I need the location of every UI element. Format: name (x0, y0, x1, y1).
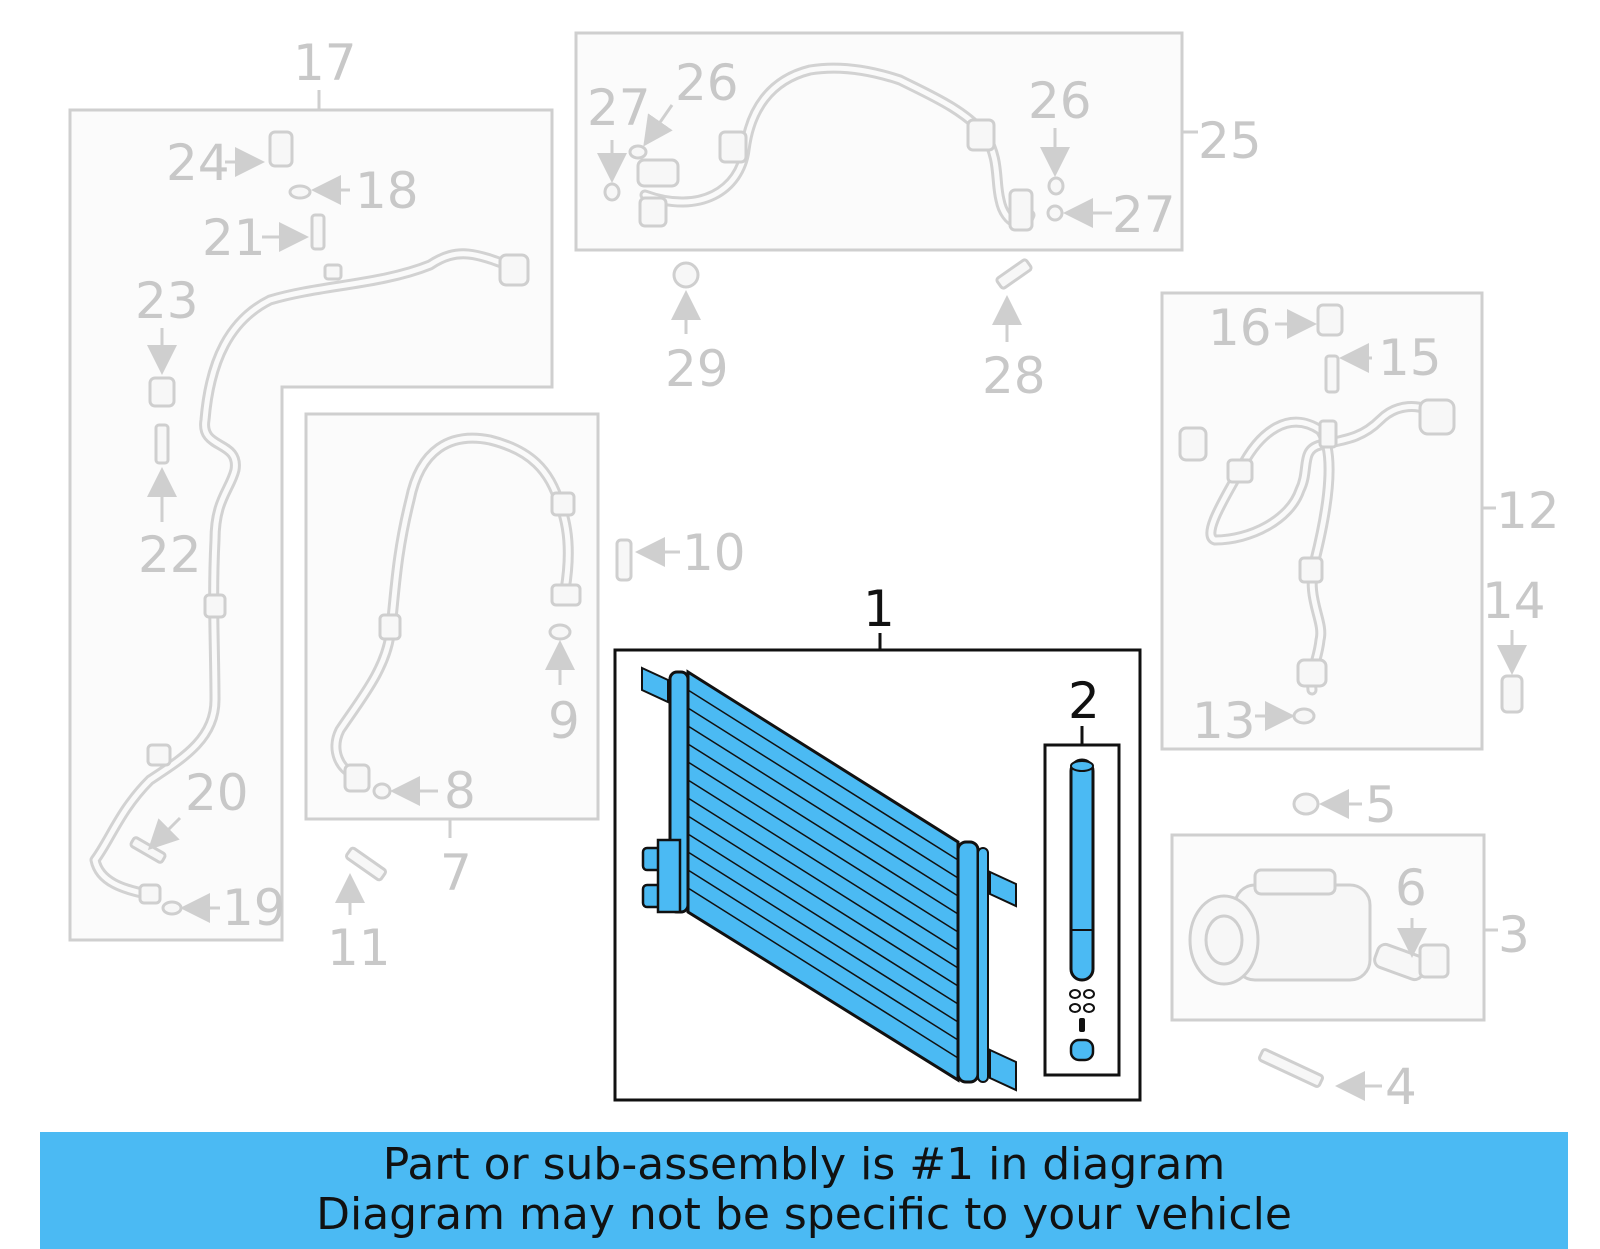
callout-23: 23 (135, 272, 199, 330)
condenser-right-tank-icon (956, 840, 980, 1084)
callout-26-left: 26 (675, 54, 739, 112)
callout-25: 25 (1198, 112, 1262, 170)
group-17-hose-assembly: 17 24 18 21 23 22 20 19 (68, 34, 554, 942)
group-7-outline (304, 412, 600, 821)
callout-2: 2 (1068, 672, 1100, 730)
bolt-icon (615, 538, 633, 582)
callout-27-right: 27 (1112, 186, 1176, 244)
part-5: 5 (1292, 776, 1397, 834)
callout-17: 17 (293, 34, 357, 92)
callout-22: 22 (138, 526, 202, 584)
hardware-10-11: 10 11 (327, 524, 746, 977)
banner-line-1: Part or sub-assembly is #1 in diagram (382, 1139, 1226, 1190)
fitting-icon (1178, 426, 1208, 462)
group-12-hose-assembly: 16 15 12 14 13 (1160, 291, 1560, 751)
pressure-sensor-icon (268, 130, 294, 168)
callout-10: 10 (682, 524, 746, 582)
group-3-compressor: 6 3 (1170, 833, 1530, 1022)
callout-7: 7 (440, 844, 472, 902)
nut-icon (672, 261, 700, 289)
callout-3: 3 (1498, 906, 1530, 964)
callout-1: 1 (863, 580, 895, 638)
drier-plug-icon (1069, 1038, 1095, 1062)
callout-13: 13 (1192, 692, 1256, 750)
banner-line-2: Diagram may not be specific to your vehi… (316, 1189, 1292, 1240)
part-4: 4 (1258, 1048, 1417, 1116)
bolt-icon (1258, 1048, 1324, 1088)
service-cap-icon (1316, 303, 1344, 337)
callout-16: 16 (1208, 299, 1272, 357)
callout-12: 12 (1496, 482, 1560, 540)
callout-11: 11 (327, 919, 391, 977)
bolt-icon (995, 258, 1033, 290)
info-banner: Part or sub-assembly is #1 in diagram Di… (40, 1132, 1568, 1249)
group-17-outline (68, 108, 554, 942)
cap-icon (1292, 792, 1320, 816)
callout-24: 24 (166, 134, 230, 192)
callout-20: 20 (185, 764, 249, 822)
callout-9: 9 (548, 692, 580, 750)
callout-8: 8 (444, 762, 476, 820)
callout-18: 18 (355, 162, 419, 220)
receiver-drier-icon (1069, 758, 1095, 982)
callout-29: 29 (665, 340, 729, 398)
callout-15: 15 (1378, 329, 1442, 387)
service-cap-icon (148, 376, 176, 408)
callout-27-left: 27 (587, 79, 651, 137)
callout-14: 14 (1482, 572, 1546, 630)
group-1-condenser-assembly: 1 2 (613, 580, 1142, 1102)
callout-6: 6 (1395, 859, 1427, 917)
bolt-icon (1500, 674, 1524, 714)
callout-5: 5 (1365, 776, 1397, 834)
group-7-hose-assembly: 9 8 7 (304, 412, 600, 902)
callout-21: 21 (202, 209, 266, 267)
group-25-line-assembly: 27 26 26 27 25 (574, 31, 1262, 252)
bolt-icon (345, 846, 387, 882)
callout-19: 19 (222, 879, 286, 937)
callout-28: 28 (982, 347, 1046, 405)
callout-26-right: 26 (1028, 72, 1092, 130)
hardware-28-29: 29 28 (665, 258, 1046, 405)
callout-4: 4 (1385, 1058, 1417, 1116)
